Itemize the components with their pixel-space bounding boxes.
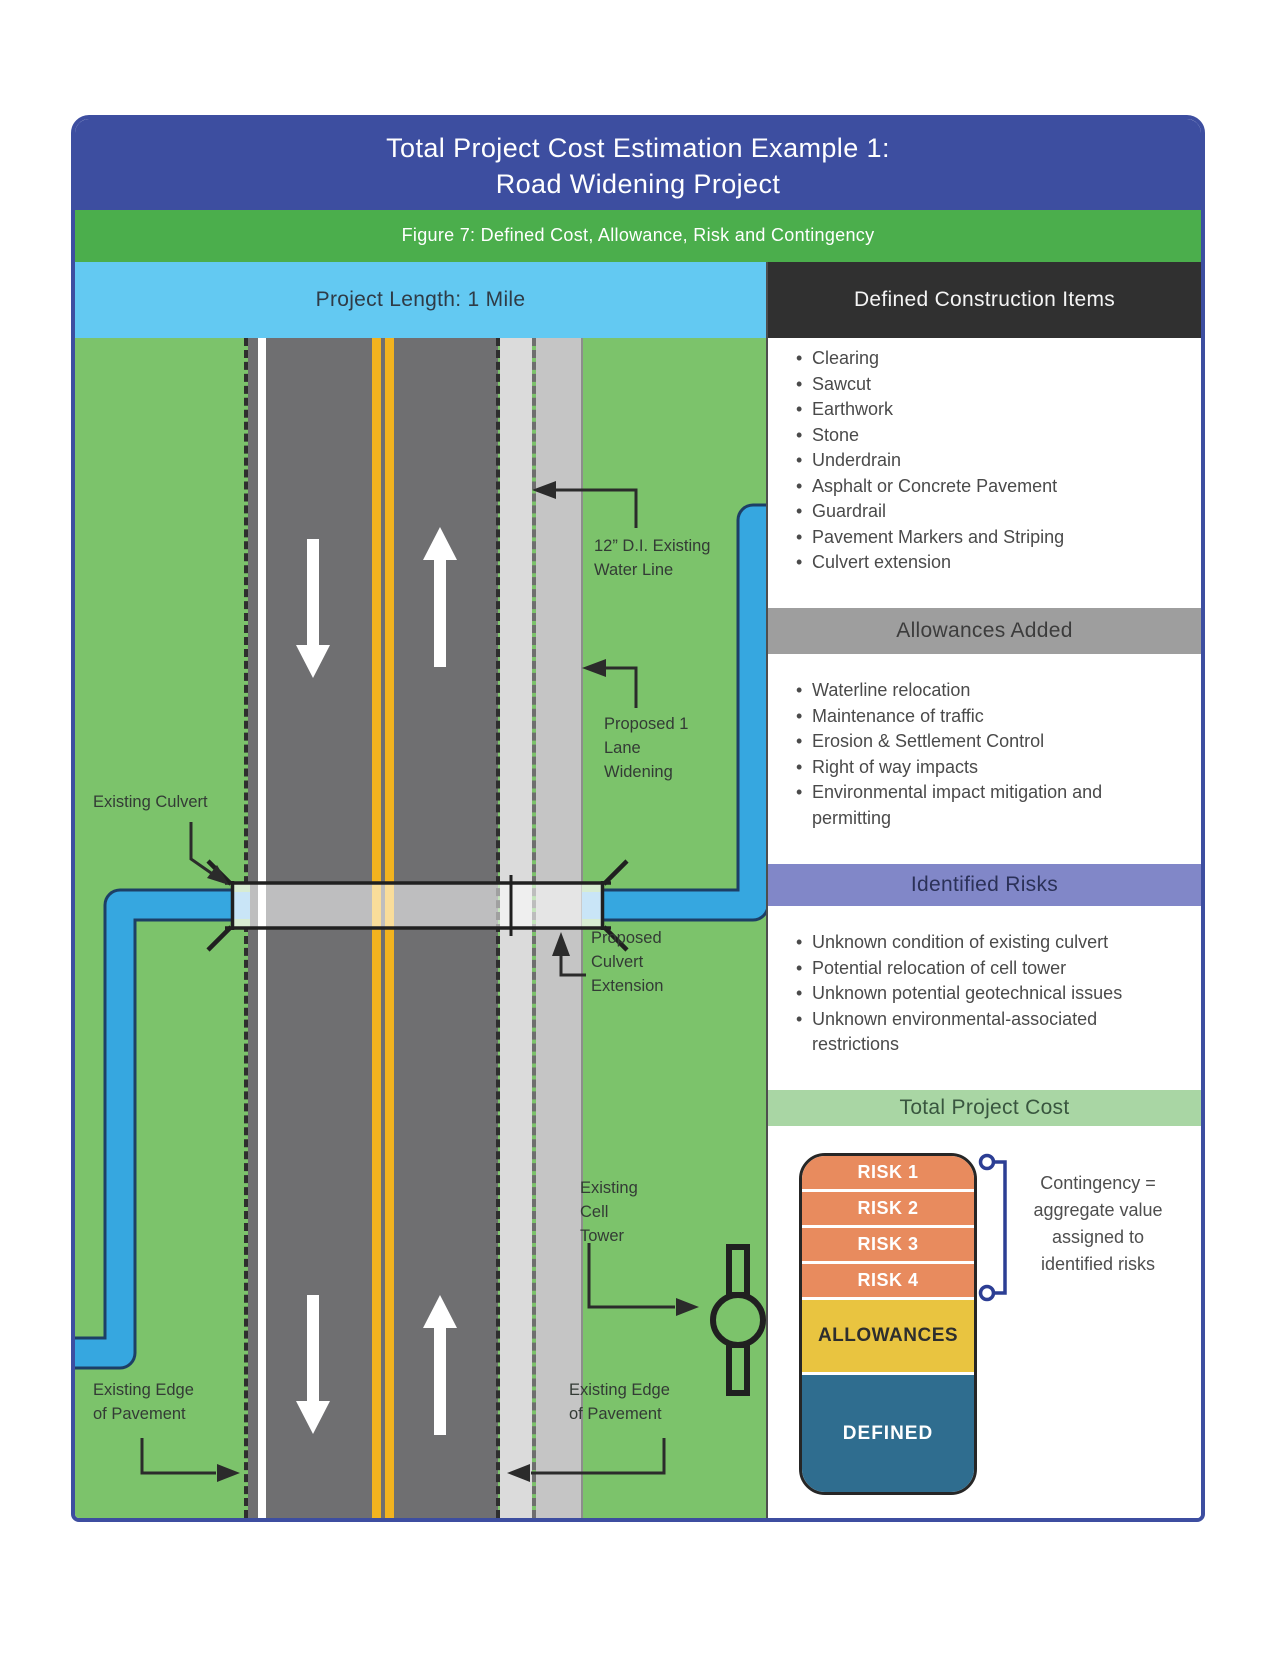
existing-culvert-label: Existing Culvert (93, 793, 208, 811)
list-item: Environmental impact mitigation and perm… (796, 780, 1179, 831)
defined-items-list: ClearingSawcutEarthworkStoneUnderdrainAs… (768, 338, 1201, 608)
list-item: Guardrail (796, 499, 1179, 525)
risk-2-segment: RISK 2 (802, 1192, 974, 1225)
risk-1-segment: RISK 1 (802, 1156, 974, 1189)
cost-breakdown-sidebar: Defined Construction Items ClearingSawcu… (766, 262, 1201, 1518)
list-item: Sawcut (796, 372, 1179, 398)
contingency-annotation: Contingency = aggregate value assigned t… (1033, 1173, 1163, 1274)
list-item: Right of way impacts (796, 755, 1179, 781)
eop-left-leader (140, 1438, 216, 1475)
traffic-arrow-down-top (296, 539, 330, 678)
list-item: Pavement Markers and Striping (796, 525, 1179, 551)
identified-risks-list: Unknown condition of existing culvertPot… (768, 906, 1201, 1090)
eop-left-label: Existing Edge of Pavement (93, 1381, 194, 1423)
stream (75, 503, 766, 1370)
culvert-crossing (206, 859, 629, 952)
allowances-segment: ALLOWANCES (802, 1300, 974, 1372)
widening-leader (605, 666, 638, 708)
list-item: Unknown potential geotechnical issues (796, 981, 1179, 1007)
list-item: Clearing (796, 346, 1179, 372)
identified-risks-header: Identified Risks (768, 864, 1201, 906)
cost-stack: RISK 1 RISK 2 RISK 3 RISK 4 ALLOWANCES D… (799, 1153, 977, 1495)
list-item: Unknown condition of existing culvert (796, 930, 1179, 956)
allowances-header: Allowances Added (768, 608, 1201, 654)
lane-widening-label: Proposed 1 Lane Widening (604, 715, 689, 781)
figure-card: Total Project Cost Estimation Example 1:… (71, 115, 1205, 1522)
road-diagram-panel: Project Length: 1 Mile (75, 262, 766, 1518)
project-length-header: Project Length: 1 Mile (75, 262, 766, 338)
traffic-arrow-up-bottom (423, 1295, 457, 1435)
list-item: Erosion & Settlement Control (796, 729, 1179, 755)
defined-segment: DEFINED (802, 1375, 974, 1492)
road-plan-view: 12” D.I. Existing Water Line Proposed 1 … (75, 338, 766, 1518)
list-item: Waterline relocation (796, 678, 1179, 704)
eop-right-label: Existing Edge of Pavement (569, 1381, 670, 1423)
figure-title: Total Project Cost Estimation Example 1:… (75, 119, 1201, 210)
defined-items-header: Defined Construction Items (768, 262, 1201, 338)
figure-title-line2: Road Widening Project (495, 169, 781, 199)
figure-title-line1: Total Project Cost Estimation Example 1: (386, 133, 890, 163)
water-line-label: 12” D.I. Existing Water Line (594, 537, 711, 579)
leader-lines (140, 488, 675, 1475)
figure-content: Project Length: 1 Mile (75, 262, 1201, 1518)
water-line-leader (555, 488, 638, 528)
allowances-list: Waterline relocationMaintenance of traff… (768, 654, 1201, 864)
culvert-extension-leader (559, 952, 586, 977)
eop-right-leader (531, 1438, 666, 1475)
total-project-cost-header: Total Project Cost (768, 1090, 1201, 1126)
list-item: Maintenance of traffic (796, 704, 1179, 730)
culvert-extension-label: Proposed Culvert Extension (591, 929, 664, 995)
risk-3-segment: RISK 3 (802, 1228, 974, 1261)
cost-stack-area: RISK 1 RISK 2 RISK 3 RISK 4 ALLOWANCES D… (768, 1126, 1201, 1518)
risk-4-segment: RISK 4 (802, 1264, 974, 1297)
traffic-arrow-up-top (423, 527, 457, 667)
figure-caption: Figure 7: Defined Cost, Allowance, Risk … (75, 210, 1201, 262)
list-item: Potential relocation of cell tower (796, 956, 1179, 982)
cell-tower-icon (710, 1244, 766, 1396)
cell-tower-label: Existing Cell Tower (580, 1179, 638, 1245)
traffic-arrow-down-bottom (296, 1295, 330, 1434)
contingency-bracket (978, 1153, 1007, 1302)
diagram-graphics (75, 481, 766, 1482)
list-item: Culvert extension (796, 550, 1179, 576)
list-item: Stone (796, 423, 1179, 449)
leader-arrowheads (207, 481, 699, 1482)
cell-tower-leader (587, 1243, 675, 1309)
list-item: Unknown environmental-associated restric… (796, 1007, 1179, 1058)
list-item: Earthwork (796, 397, 1179, 423)
list-item: Asphalt or Concrete Pavement (796, 474, 1179, 500)
traffic-arrows (296, 527, 457, 1435)
list-item: Underdrain (796, 448, 1179, 474)
